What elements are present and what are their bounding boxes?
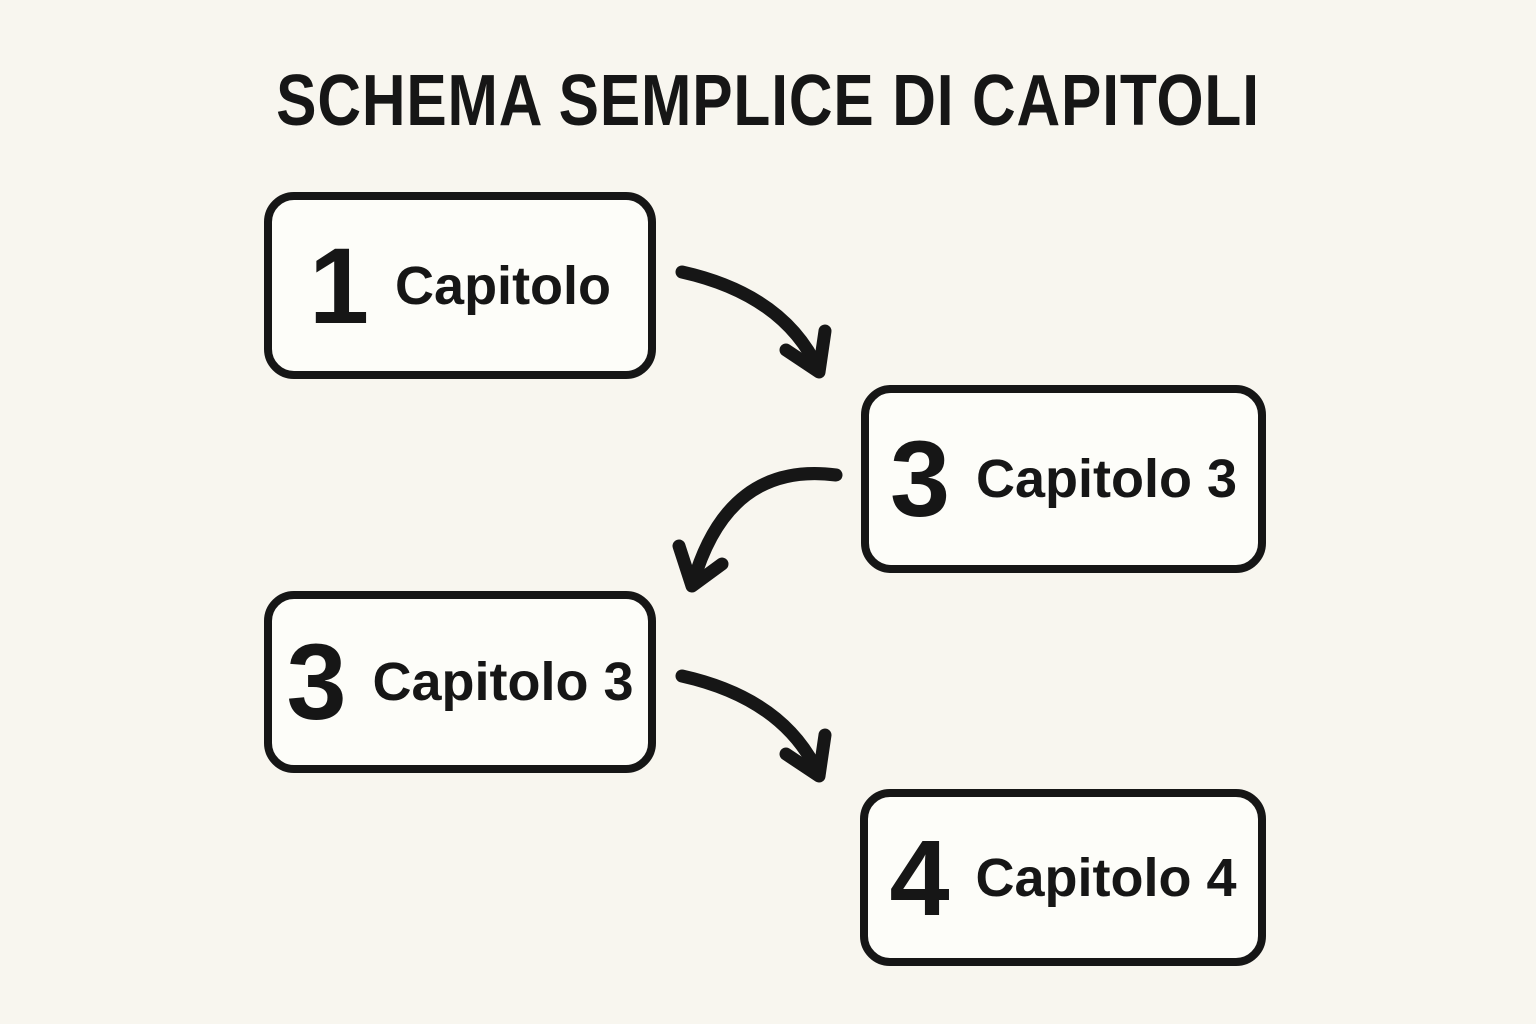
diagram-title: SCHEMA SEMPLICE DI CAPITOLI <box>276 61 1260 141</box>
chapter-node-4: 4 Capitolo 4 <box>860 789 1266 966</box>
chapter-node-3a: 3 Capitolo 3 <box>861 385 1266 573</box>
chapter-node-3b: 3 Capitolo 3 <box>264 591 656 773</box>
chapter-label: Capitolo 3 <box>976 449 1238 509</box>
chapter-label: Capitolo <box>395 255 612 316</box>
chapter-label: Capitolo 3 <box>372 652 634 712</box>
chapter-number: 1 <box>308 224 370 346</box>
chapter-label: Capitolo 4 <box>975 847 1237 908</box>
chapter-number: 3 <box>889 418 951 539</box>
chapter-number: 4 <box>889 816 950 938</box>
arrow-3a-to-3b-icon <box>672 467 843 593</box>
chapter-node-1: 1 Capitolo <box>264 192 656 379</box>
arrow-1-to-3a-icon <box>675 265 832 379</box>
chapter-number: 3 <box>286 621 347 742</box>
arrow-3b-to-4-icon <box>675 669 832 783</box>
